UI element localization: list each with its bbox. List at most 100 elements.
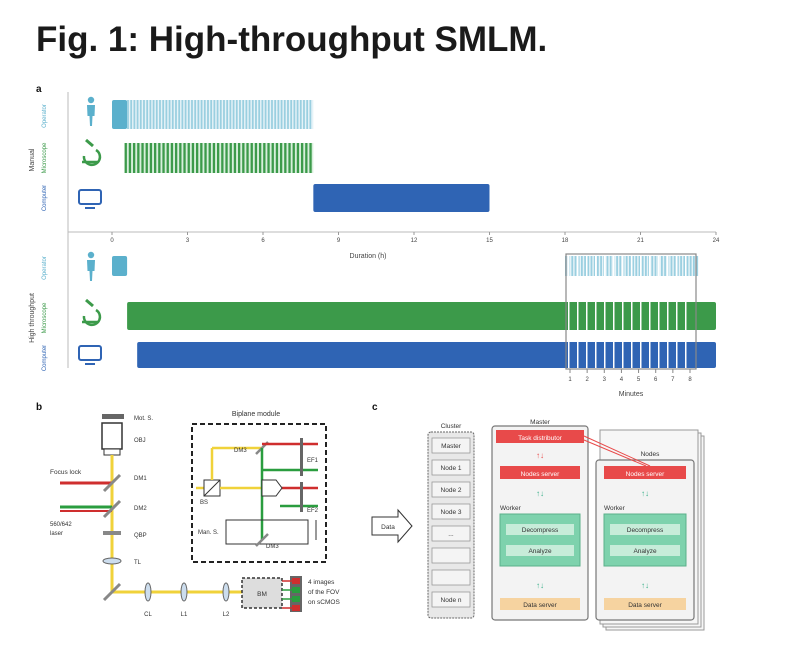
label-ef1: EF1 bbox=[307, 458, 319, 464]
worker-nodes-box bbox=[603, 513, 687, 567]
data-server-nodes-label: Data server bbox=[628, 602, 662, 609]
row-label-microscope-manual: Microscope bbox=[42, 142, 48, 173]
label-focus: Focus lock bbox=[50, 469, 82, 476]
scmos-image-3 bbox=[292, 596, 300, 602]
cluster-node bbox=[431, 437, 471, 454]
row-label-operator-manual: Operator bbox=[42, 104, 48, 128]
lens-l1 bbox=[180, 582, 188, 602]
label-mot: Mot. S. bbox=[134, 416, 153, 422]
label-laser2: laser bbox=[50, 531, 63, 537]
filter-qbp bbox=[103, 531, 121, 535]
corner-mirror bbox=[102, 582, 122, 602]
inset-prism bbox=[261, 479, 283, 497]
nodes-server-master-box bbox=[500, 466, 580, 479]
worker-nodes-label: Worker bbox=[604, 505, 626, 512]
nodes-server-label: Nodes server bbox=[626, 471, 665, 478]
minutes-tick-label: 7 bbox=[671, 377, 675, 383]
master-arrow-2: ↑↓ bbox=[536, 489, 544, 498]
panel-a: a Manual High throughput Operator Micros… bbox=[29, 84, 720, 398]
panel-c-label: c bbox=[372, 402, 378, 413]
label-tl: TL bbox=[134, 560, 142, 566]
lens-cl bbox=[144, 582, 152, 602]
bar-manual-operator-solid bbox=[112, 100, 128, 129]
nodes-server-master-label: Nodes server bbox=[521, 471, 560, 478]
scmos-note-1: 4 images bbox=[308, 579, 335, 586]
minutes-tick-label: 5 bbox=[637, 377, 641, 383]
minutes-stripes bbox=[568, 256, 687, 368]
scmos-image-2 bbox=[292, 587, 300, 593]
decompress-master-box bbox=[506, 524, 574, 535]
panel-b-label: b bbox=[36, 402, 42, 413]
scmos-image-4 bbox=[292, 605, 300, 611]
task-link-2 bbox=[583, 439, 647, 467]
x-tick-label: 21 bbox=[637, 238, 644, 244]
task-distributor-box bbox=[496, 430, 584, 443]
analyze-nodes-box bbox=[610, 545, 680, 556]
lens-l2 bbox=[222, 582, 230, 602]
scmos-note-3: on sCMOS bbox=[308, 599, 340, 606]
monitor-icon bbox=[78, 345, 102, 365]
minutes-tick-label: 8 bbox=[688, 377, 692, 383]
scmos-chip bbox=[290, 576, 302, 612]
decompress-nodes-box bbox=[610, 524, 680, 535]
label-man: Man. S. bbox=[198, 530, 219, 536]
person-icon bbox=[87, 251, 95, 281]
label-obj: OBJ bbox=[134, 438, 146, 444]
x-tick-label: 24 bbox=[713, 238, 720, 244]
data-server-master-box bbox=[500, 598, 580, 610]
scmos-note-2: of the FOV bbox=[308, 589, 340, 596]
nodes-title: Nodes bbox=[641, 451, 661, 458]
minutes-tick-label: 3 bbox=[603, 377, 607, 383]
figure-title: Fig. 1: High-throughput SMLM. bbox=[36, 20, 548, 59]
microscope-icon bbox=[82, 138, 102, 167]
motor-stage bbox=[102, 414, 124, 419]
label-bm: BM bbox=[257, 591, 267, 598]
row-label-computer-manual: Computer bbox=[42, 185, 48, 211]
monitor-icon bbox=[78, 189, 102, 209]
cluster-node-label: Node 3 bbox=[441, 509, 462, 516]
cluster-node bbox=[431, 481, 471, 498]
cluster-node bbox=[431, 459, 471, 476]
x-tick-label: 3 bbox=[186, 238, 190, 244]
bar-manual-computer-solid bbox=[313, 184, 490, 212]
filter-ef2 bbox=[300, 482, 303, 512]
x-tick-label: 12 bbox=[411, 238, 418, 244]
biplane-module-title: Biplane module bbox=[232, 411, 280, 418]
dichroic-dm2 bbox=[102, 499, 122, 519]
tube-lens bbox=[102, 557, 122, 565]
data-server-nodes-box bbox=[604, 598, 686, 610]
inset-mirror-lower bbox=[255, 533, 269, 547]
label-ef2: EF2 bbox=[307, 508, 319, 514]
label-dm1: DM1 bbox=[134, 476, 147, 482]
cluster-node-label: Node n bbox=[441, 597, 462, 604]
panel-a-label: a bbox=[36, 84, 42, 95]
label-cl: CL bbox=[144, 612, 152, 618]
cluster-node bbox=[431, 547, 471, 564]
cluster-title: Cluster bbox=[441, 423, 462, 430]
cluster-node-label: ... bbox=[448, 531, 454, 538]
minutes-tick-label: 1 bbox=[568, 377, 572, 383]
row-label-microscope-ht: Microscope bbox=[42, 302, 48, 333]
minutes-tick-label: 4 bbox=[620, 377, 624, 383]
cluster-node bbox=[431, 525, 471, 542]
cluster-node-label: Master bbox=[441, 443, 462, 450]
x-tick-label: 15 bbox=[486, 238, 493, 244]
beam-splitter-diag bbox=[203, 479, 221, 497]
x-tick-label: 9 bbox=[337, 238, 341, 244]
data-arrow-label: Data bbox=[381, 524, 395, 531]
objective-base bbox=[103, 448, 121, 456]
x-tick-label: 6 bbox=[261, 238, 265, 244]
objective bbox=[101, 422, 123, 450]
x-tick-label: 18 bbox=[562, 238, 569, 244]
worker-master-label: Worker bbox=[500, 505, 522, 512]
minutes-box bbox=[565, 253, 697, 370]
nodes-arrow-1: ↑↓ bbox=[641, 489, 649, 498]
label-dm3: DM3 bbox=[234, 448, 247, 454]
bars-layer bbox=[112, 100, 717, 368]
group-label-high-throughput: High throughput bbox=[29, 293, 36, 343]
row-label-computer-ht: Computer bbox=[42, 345, 48, 371]
minutes-tick-label: 6 bbox=[654, 377, 658, 383]
